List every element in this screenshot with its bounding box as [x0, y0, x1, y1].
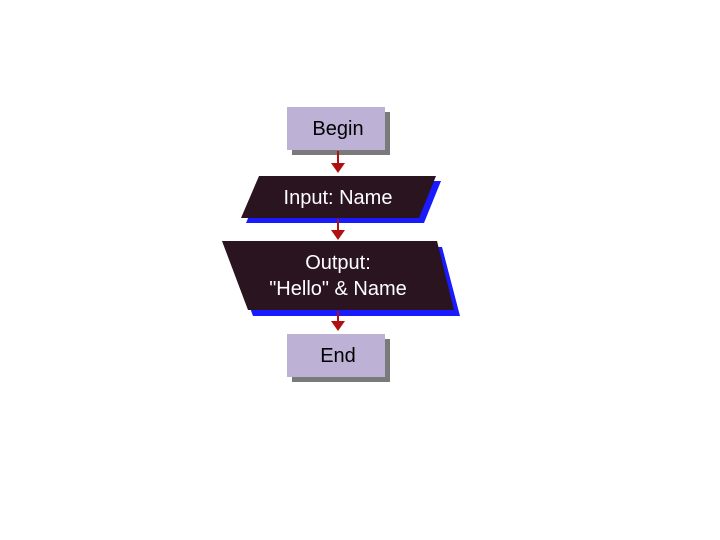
arrow-begin-to-input — [331, 151, 345, 173]
end-node: End — [287, 334, 390, 382]
begin-node: Begin — [287, 107, 390, 155]
output-node-box — [222, 241, 454, 310]
output-node-label-line1: Output: — [305, 252, 371, 274]
end-node-label: End — [320, 345, 356, 367]
arrow-output-to-end — [331, 311, 345, 331]
input-node-box — [241, 176, 436, 218]
arrowhead — [331, 230, 345, 240]
arrowhead — [331, 163, 345, 173]
arrow-input-to-output — [331, 219, 345, 240]
begin-node-label: Begin — [312, 118, 363, 140]
arrowhead — [331, 321, 345, 331]
begin-node-box — [287, 107, 385, 150]
output-node: Output: "Hello" & Name — [222, 241, 460, 316]
output-node-label-line2: "Hello" & Name — [269, 278, 407, 300]
end-node-box — [287, 334, 385, 377]
input-node: Input: Name — [241, 176, 441, 223]
input-node-label: Input: Name — [284, 187, 393, 209]
